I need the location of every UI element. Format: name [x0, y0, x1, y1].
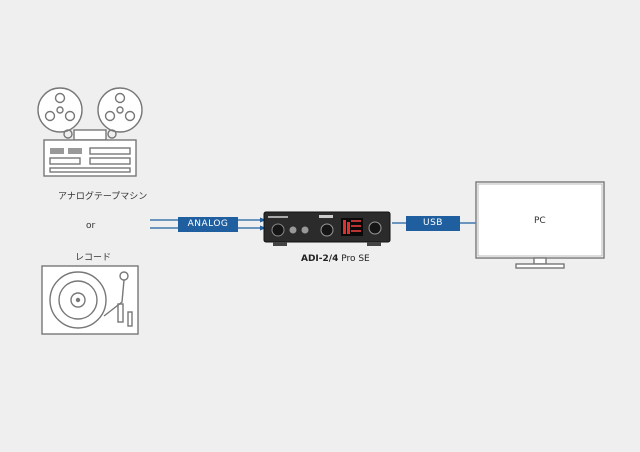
adi-device-icon — [263, 211, 391, 246]
analog-tag: ANALOG — [178, 217, 238, 232]
record-player-label: レコード — [75, 253, 112, 263]
device-title-rest: Pro SE — [338, 254, 370, 264]
pc-label: PC — [534, 216, 546, 226]
record-player-icon — [41, 265, 139, 335]
usb-tag: USB — [406, 216, 460, 231]
device-title: ADI-2/4 Pro SE — [301, 254, 370, 264]
device-title-bold: ADI-2/4 — [301, 254, 339, 264]
tape-machine-icon — [37, 87, 143, 177]
tape-machine-label: アナログテープマシン — [58, 192, 148, 202]
pc-monitor-icon — [475, 181, 605, 269]
or-label: or — [86, 221, 96, 231]
